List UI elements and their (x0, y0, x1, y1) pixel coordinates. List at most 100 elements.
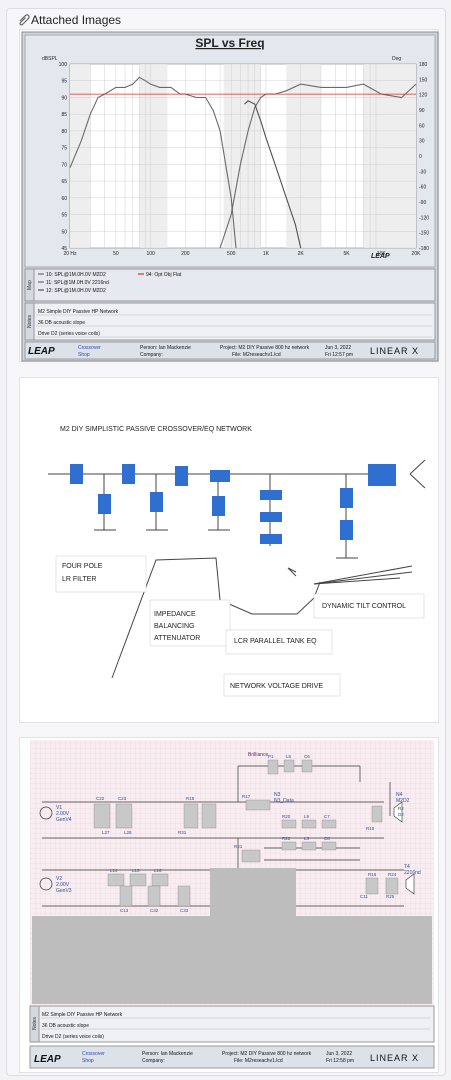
voltage-source-top-icon (39, 806, 53, 820)
y-tick-left: 70 (61, 162, 67, 168)
series-line-2 (219, 83, 417, 249)
component-label: C23 (118, 796, 127, 801)
y-tick-right: 150 (419, 77, 428, 83)
shunt-block-2 (150, 492, 163, 512)
component-label: R17 (242, 794, 251, 799)
component-label: L9 (304, 814, 310, 819)
note-line-3: Drive D2 (series voice coils) (38, 331, 100, 337)
series-block-1 (70, 464, 83, 484)
footer-file: File: M2reseachv1.lcd (232, 352, 281, 358)
x-tick: 200 (181, 251, 190, 257)
component-label: L15 (132, 868, 140, 873)
footer-time: Fri 12:57 pm (325, 352, 353, 358)
schematic-note-3: Drive D2 (series voice coils) (42, 1034, 104, 1040)
driver-top-value: M2D2 (396, 798, 410, 804)
y-tick-right: 60 (419, 123, 425, 129)
component-label: L27 (102, 830, 110, 835)
component-label: C7 (324, 814, 330, 819)
component-label: L5 (286, 754, 292, 759)
schematic-footer-shop: Shop (82, 1058, 94, 1064)
y-tick-left: 80 (61, 129, 67, 135)
y-axis-left-label: dBSPL (42, 56, 58, 62)
y-tick-right: -90 (419, 200, 426, 206)
footer-date: Jun 3, 2022 (325, 345, 351, 351)
x-tick: 1K (263, 251, 270, 257)
x-tick: 20K (412, 251, 422, 257)
driver-bottom-icon (405, 873, 415, 895)
y-tick-left: 95 (61, 79, 67, 85)
schematic-title-top: Brilliance (248, 752, 269, 758)
source-top-value: 2.00V (56, 811, 70, 817)
source-bottom-id: V2 (56, 876, 62, 882)
y-tick-right: -120 (419, 215, 429, 221)
section-title: Attached Images (31, 13, 122, 27)
schematic-footer-file: File: M2reseachv1.lcd (234, 1058, 283, 1064)
component-label: R20 (282, 814, 291, 819)
footer-company: Company: (140, 352, 163, 358)
legend-entry: 10: SPL@1M.0H.0V M2D2 (46, 272, 106, 278)
y-tick-left: 75 (61, 146, 67, 152)
schematic-footer-person: Person: Ian Mackenzie (142, 1051, 193, 1057)
component-label: R21 (234, 844, 243, 849)
chart-grid (69, 63, 417, 249)
driver-block (368, 464, 396, 486)
component-label: C32 (150, 908, 159, 913)
attached-images-panel: Attached Images SPL vs Freq dBSPL Deg 10… (6, 8, 446, 1076)
label-lcr-tank: LCR PARALLEL TANK EQ (234, 638, 317, 645)
note-line-1: M2 Simple DIY Passive HP Network (38, 309, 119, 315)
leap-chart-logo: LEAP (371, 253, 390, 260)
component-label: C11 (360, 894, 368, 899)
series-block-4 (210, 470, 230, 482)
label-lr-filter: LR FILTER (62, 576, 97, 583)
leap-footer-logo: LEAP (28, 346, 55, 357)
x-tick: 2K (298, 251, 305, 257)
component-label: R31 (178, 830, 187, 835)
shunt-block-4 (340, 488, 353, 508)
chart-plot-area (69, 76, 417, 249)
y-tick-left: 65 (61, 179, 67, 185)
component-label: R25 (386, 894, 395, 899)
driver-bottom-id: T4 (404, 864, 410, 870)
schematic-notes-label: Notes (32, 1016, 38, 1030)
y-tick-right: -60 (419, 185, 426, 191)
label-four-pole: FOUR POLE (62, 563, 103, 570)
schematic-footer-project: Project: M2 DIY Passive 800 hz network (222, 1051, 312, 1057)
component-label: C22 (96, 796, 105, 801)
series-line-1 (69, 76, 237, 249)
map-label: Map (27, 280, 33, 290)
image-crossover-diagram[interactable]: M2 DIY SIMPLISTIC PASSIVE CROSSOVER/EQ N… (19, 377, 439, 723)
component-label: R2 (398, 806, 404, 811)
footer-brand: LINEAR X (370, 346, 419, 356)
schematic-note-1: M2 Simple DIY Passive HP Network (42, 1012, 123, 1018)
diagram-blocks (70, 464, 396, 544)
component-label: C6 (304, 754, 310, 759)
y-tick-left: 45 (61, 246, 67, 252)
shunt-block-1 (98, 494, 111, 514)
node-label: N3 (274, 792, 281, 798)
component-label: R15 (186, 796, 195, 801)
component-label: L16 (154, 868, 162, 873)
label-dynamic-tilt: DYNAMIC TILT CONTROL (322, 603, 406, 610)
driver-bottom-value: 2216nd (404, 870, 421, 876)
notes-label: Notes (27, 314, 33, 328)
y-tick-right: 0 (419, 154, 422, 160)
tank-block-1 (260, 490, 282, 500)
shunt-block-3 (212, 496, 225, 516)
series-block-2 (122, 464, 135, 484)
y-tick-right: 30 (419, 139, 425, 145)
y-tick-right: 90 (419, 108, 425, 114)
x-tick: 10K (377, 251, 387, 257)
series-block-3 (175, 466, 188, 486)
diagram-title: M2 DIY SIMPLISTIC PASSIVE CROSSOVER/EQ N… (60, 426, 252, 433)
schematic-footer-logo: LEAP (34, 1054, 61, 1065)
voltage-source-bottom-icon (39, 877, 53, 891)
y-tick-left: 50 (61, 229, 67, 235)
component-label: L28 (124, 830, 132, 835)
footer-crossover: Crossover (78, 345, 101, 351)
component-label: D2 (398, 812, 404, 817)
source-top-name: GenV4 (56, 817, 72, 823)
image-schematic[interactable]: Brilliance V1 2.00V GenV4 V2 2.00V GenV3… (19, 737, 439, 1073)
schematic-footer-crossover: Crossover (82, 1051, 105, 1057)
legend-entry: 94: Opt Obj Flat (146, 272, 182, 278)
